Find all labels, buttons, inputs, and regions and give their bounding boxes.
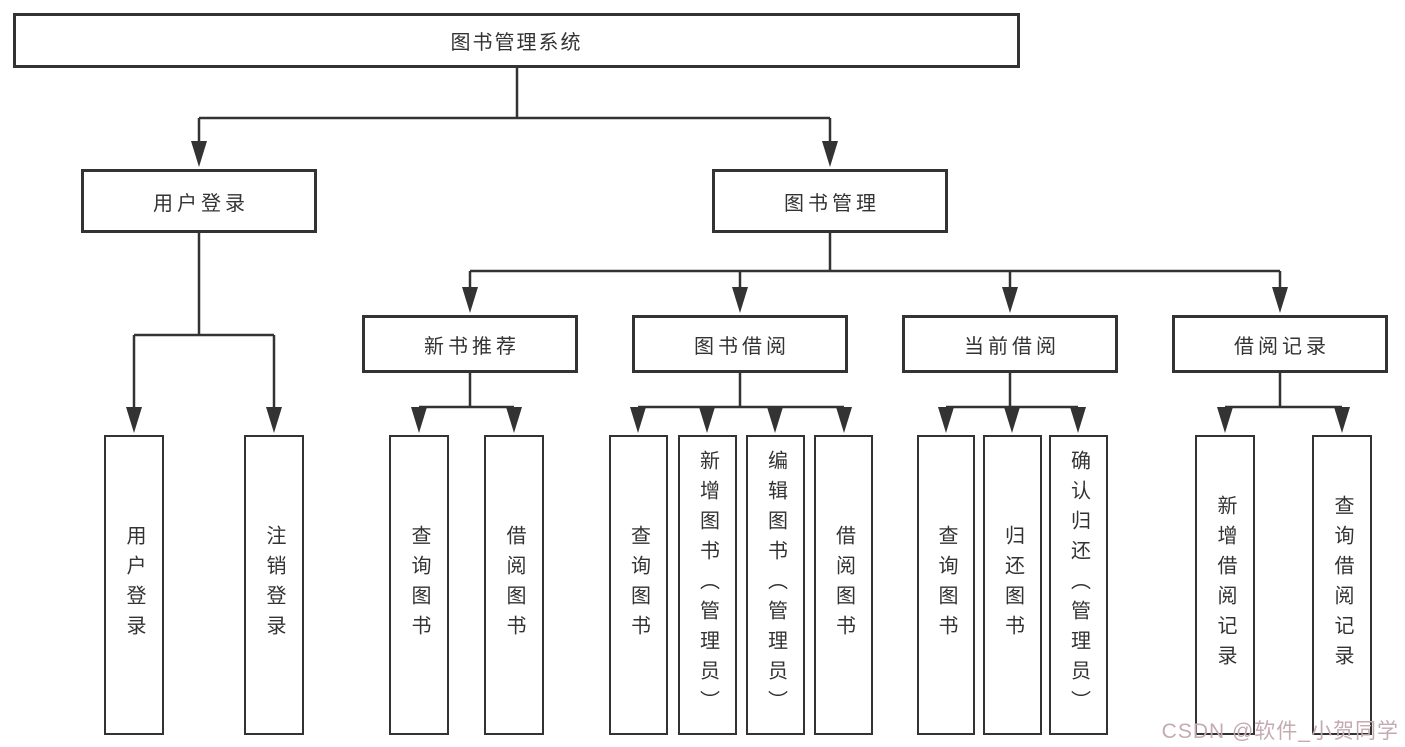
leaf-logout: 注销登录 xyxy=(244,435,304,735)
leaf-confirm-return-admin: 确认归还（管理员） xyxy=(1049,435,1108,735)
leaf-add-borrow-record: 新增借阅记录 xyxy=(1195,435,1255,735)
leaf-label: 归还图书 xyxy=(1001,525,1024,645)
leaf-user-login: 用户登录 xyxy=(104,435,164,735)
node-user-login: 用户登录 xyxy=(81,169,317,233)
leaf-return-books: 归还图书 xyxy=(983,435,1042,735)
leaf-query-books-2: 查询图书 xyxy=(609,435,668,735)
leaf-label: 注销登录 xyxy=(263,525,285,645)
leaf-label: 查询图书 xyxy=(408,525,430,645)
node-book-management: 图书管理 xyxy=(712,169,948,233)
leaf-borrow-books-1: 借阅图书 xyxy=(484,435,544,735)
node-new-book-recommend: 新书推荐 xyxy=(362,315,578,373)
csdn-watermark: CSDN @软件_小贺同学 xyxy=(1161,720,1399,743)
leaf-label: 编辑图书（管理员） xyxy=(764,450,787,720)
leaf-query-books-3: 查询图书 xyxy=(917,435,975,735)
leaf-label: 确认归还（管理员） xyxy=(1067,450,1090,720)
node-root: 图书管理系统 xyxy=(13,13,1020,68)
leaf-label: 查询图书 xyxy=(627,525,650,645)
leaf-label: 用户登录 xyxy=(123,525,145,645)
node-borrow-records: 借阅记录 xyxy=(1172,315,1388,373)
leaf-label: 借阅图书 xyxy=(832,525,855,645)
leaf-label: 借阅图书 xyxy=(503,525,525,645)
leaf-edit-books-admin: 编辑图书（管理员） xyxy=(746,435,805,735)
leaf-label: 查询借阅记录 xyxy=(1331,495,1353,675)
leaf-borrow-books-2: 借阅图书 xyxy=(814,435,873,735)
node-current-borrow: 当前借阅 xyxy=(902,315,1118,373)
leaf-query-books-1: 查询图书 xyxy=(389,435,449,735)
leaf-label: 查询图书 xyxy=(935,525,957,645)
arrowheads xyxy=(126,141,1350,433)
node-book-borrow: 图书借阅 xyxy=(632,315,848,373)
leaf-label: 新增图书（管理员） xyxy=(696,450,719,720)
leaf-add-books-admin: 新增图书（管理员） xyxy=(678,435,737,735)
leaf-label: 新增借阅记录 xyxy=(1214,495,1236,675)
leaf-query-borrow-record: 查询借阅记录 xyxy=(1312,435,1372,735)
